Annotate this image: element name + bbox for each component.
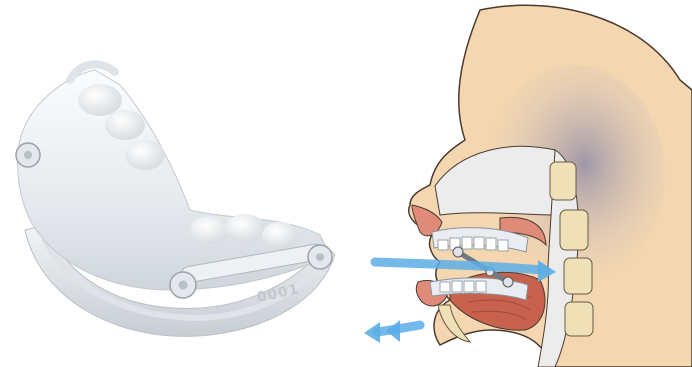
hinge-screw-front [170, 272, 196, 298]
tooth-cusp [78, 84, 122, 116]
tooth-cusp [225, 214, 265, 242]
tooth-cusp [190, 216, 230, 244]
mouthguard-photo: 0001 [0, 0, 350, 367]
head-cross-section [350, 0, 692, 367]
airway-diagram [350, 0, 692, 367]
airflow-out-arrow [364, 320, 420, 343]
tooth-cusp [105, 110, 145, 140]
hinge-screw-right [308, 245, 332, 269]
mouthguard-illustration: 0001 [0, 0, 350, 367]
tooth-cusp [262, 222, 298, 248]
hinge-screw-left [16, 143, 40, 167]
tooth-cusp [125, 140, 165, 170]
